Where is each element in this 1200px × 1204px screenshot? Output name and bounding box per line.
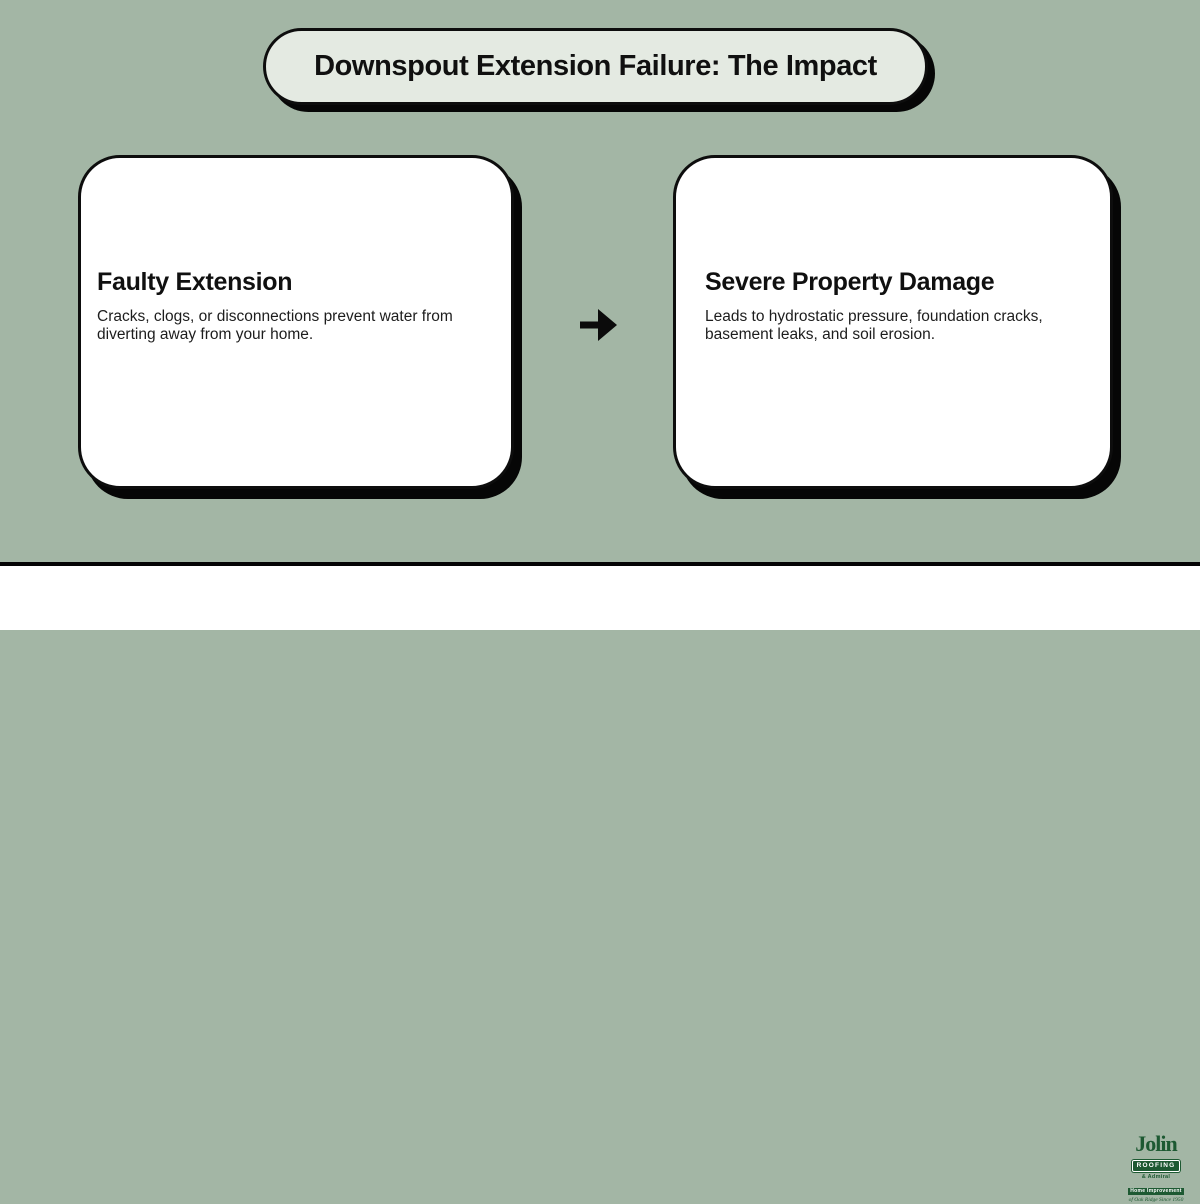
card-title: Faulty Extension [97,268,293,296]
title-pill: Downspout Extension Failure: The Impact [263,28,928,105]
logo-name: Jolin [1135,1131,1177,1156]
company-logo: Jolin ROOFING & Admiral Home Improvement… [1120,1133,1192,1204]
card-faulty-extension: Faulty Extension Cracks, clogs, or disco… [78,155,514,489]
footer-bar: Jolin ROOFING & Admiral Home Improvement… [0,566,1200,1203]
logo-subline-2: Home Improvement [1128,1188,1184,1195]
card-body: Leads to hydrostatic pressure, foundatio… [705,308,1043,343]
footer-divider [0,562,1200,566]
logo-tagline: of Oak Ridge Since 1950 [1128,1197,1184,1203]
logo-roofing-banner: ROOFING [1131,1160,1181,1172]
infographic-canvas: { "colors": { "background": "#a3b6a5", "… [0,28,1200,1203]
card-title: Severe Property Damage [705,268,995,296]
card-body: Cracks, clogs, or disconnections prevent… [97,308,453,343]
page-title: Downspout Extension Failure: The Impact [314,50,877,82]
card-severe-property-damage: Severe Property Damage Leads to hydrosta… [673,155,1113,489]
flow-arrow [579,303,619,347]
arrow-right-icon [580,309,617,341]
